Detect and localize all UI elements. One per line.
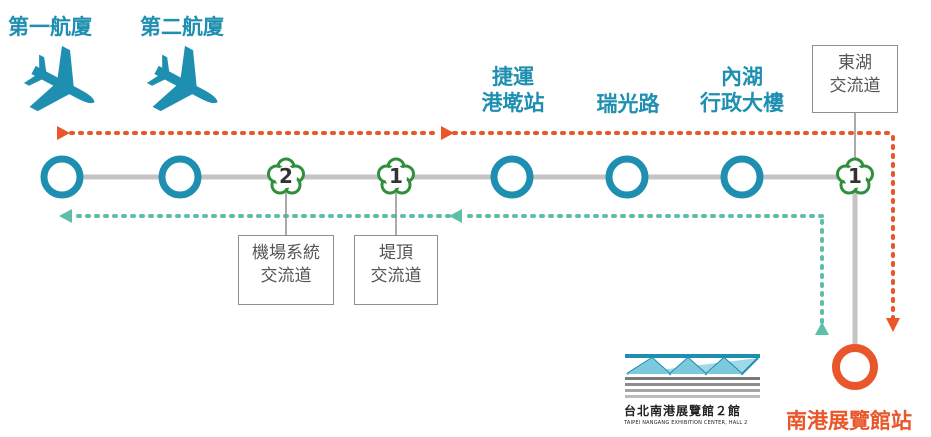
- return-arrow-head: [449, 209, 462, 223]
- station-label-line: 捷運: [492, 65, 534, 89]
- station-marker-terminal-2: [158, 155, 202, 199]
- interchange-number: 2: [279, 164, 293, 188]
- station-label-nangang: 南港展覽館站: [786, 409, 912, 433]
- logo-title: 台北南港展覽館２館: [624, 404, 742, 418]
- interchange-box-airport: 機場系統 交流道: [238, 235, 334, 305]
- station-marker-ruiguang: [605, 155, 649, 199]
- logo-subtitle: TAIPEI NANGANG EXHIBITION CENTER, HALL 2: [624, 420, 748, 426]
- station-marker-nangang: [832, 344, 878, 390]
- station-label-line: 港墘站: [481, 91, 545, 116]
- interchange-box-line: 交流道: [829, 75, 881, 96]
- station-label-gangqian: 捷運 港墘站: [472, 64, 554, 117]
- outbound-arrow-head: [886, 318, 900, 332]
- airplane-icon: [146, 45, 218, 112]
- return-arrow-head: [59, 209, 72, 223]
- exhibition-hall-logo: [625, 354, 760, 398]
- interchange-badge-diding: [377, 157, 415, 195]
- interchange-box-line: 交流道: [260, 265, 312, 286]
- interchange-number: 1: [848, 164, 862, 188]
- interchange-box-line: 東湖: [838, 53, 872, 73]
- station-label-line: 行政大樓: [700, 91, 784, 116]
- interchange-badge-donghu: [836, 157, 874, 195]
- interchange-box-line: 交流道: [370, 265, 422, 286]
- interchange-box-donghu: 東湖 交流道: [812, 45, 898, 113]
- interchange-box-line: 機場系統: [252, 243, 320, 263]
- terminal-label: 第二航廈: [140, 15, 224, 39]
- station-marker-terminal-1: [40, 155, 84, 199]
- outbound-arrow-head: [57, 126, 70, 140]
- return-arrow-head: [815, 322, 829, 335]
- station-label-neihu: 內湖 行政大樓: [692, 64, 792, 117]
- interchange-box-line: 堤頂: [379, 243, 413, 263]
- station-marker-neihu: [720, 155, 764, 199]
- interchange-number: 1: [389, 164, 403, 188]
- outbound-arrow-head: [441, 126, 454, 140]
- interchange-box-diding: 堤頂 交流道: [354, 235, 438, 305]
- airplane-icon: [23, 45, 95, 112]
- station-label-ruiguang: 瑞光路: [596, 92, 660, 116]
- terminal-label: 第一航廈: [8, 15, 92, 39]
- station-label-line: 內湖: [721, 65, 763, 89]
- interchange-badge-airport: [267, 157, 305, 195]
- station-marker-gangqian: [490, 155, 534, 199]
